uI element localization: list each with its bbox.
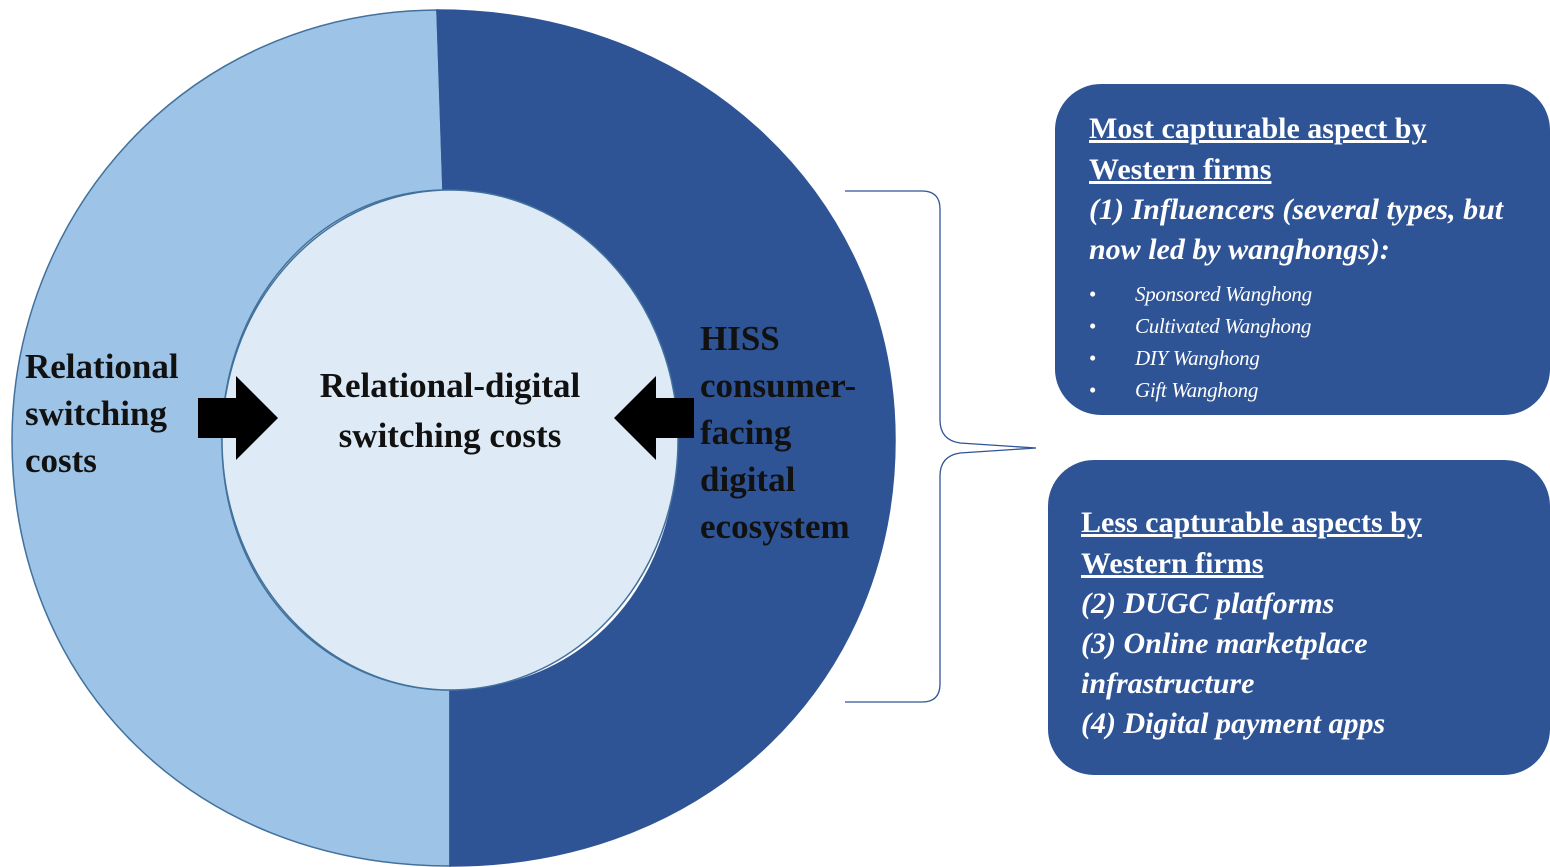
box-bottom-item-marketplace: (3) Online marketplace infrastructure (1081, 627, 1368, 700)
box-top-heading: Most capturable aspect by Western firms (1089, 112, 1427, 186)
box-bottom-item-dugc: (2) DUGC platforms (1081, 587, 1335, 620)
wanghong-list: •Sponsored Wanghong •Cultivated Wanghong… (1089, 278, 1528, 406)
list-item: •Cultivated Wanghong (1089, 314, 1312, 338)
label-hiss-ecosystem: HISS consumer-facing digital ecosystem (700, 319, 857, 546)
curly-brace (845, 190, 1037, 703)
ring-left-segment (11, 9, 451, 867)
label-relational-switching-costs: Relational switching costs (25, 347, 179, 480)
arrow-right (198, 376, 278, 460)
arrow-left (614, 376, 694, 460)
box-bottom-heading: Less capturable aspects by Western firms (1081, 506, 1422, 580)
list-item: •DIY Wanghong (1089, 346, 1260, 370)
box-less-capturable: Less capturable aspects by Western firms… (1048, 460, 1550, 775)
box-bottom-item-payment: (4) Digital payment apps (1081, 707, 1386, 740)
inner-circle (221, 189, 679, 691)
label-relational-digital-switching-costs: Relational-digital switching costs (319, 366, 581, 455)
box-most-capturable: Most capturable aspect by Western firms … (1055, 84, 1550, 415)
list-item: •Sponsored Wanghong (1089, 282, 1312, 306)
box-top-item: (1) Influencers (several types, but now … (1089, 193, 1504, 266)
list-item: •Gift Wanghong (1089, 378, 1259, 402)
